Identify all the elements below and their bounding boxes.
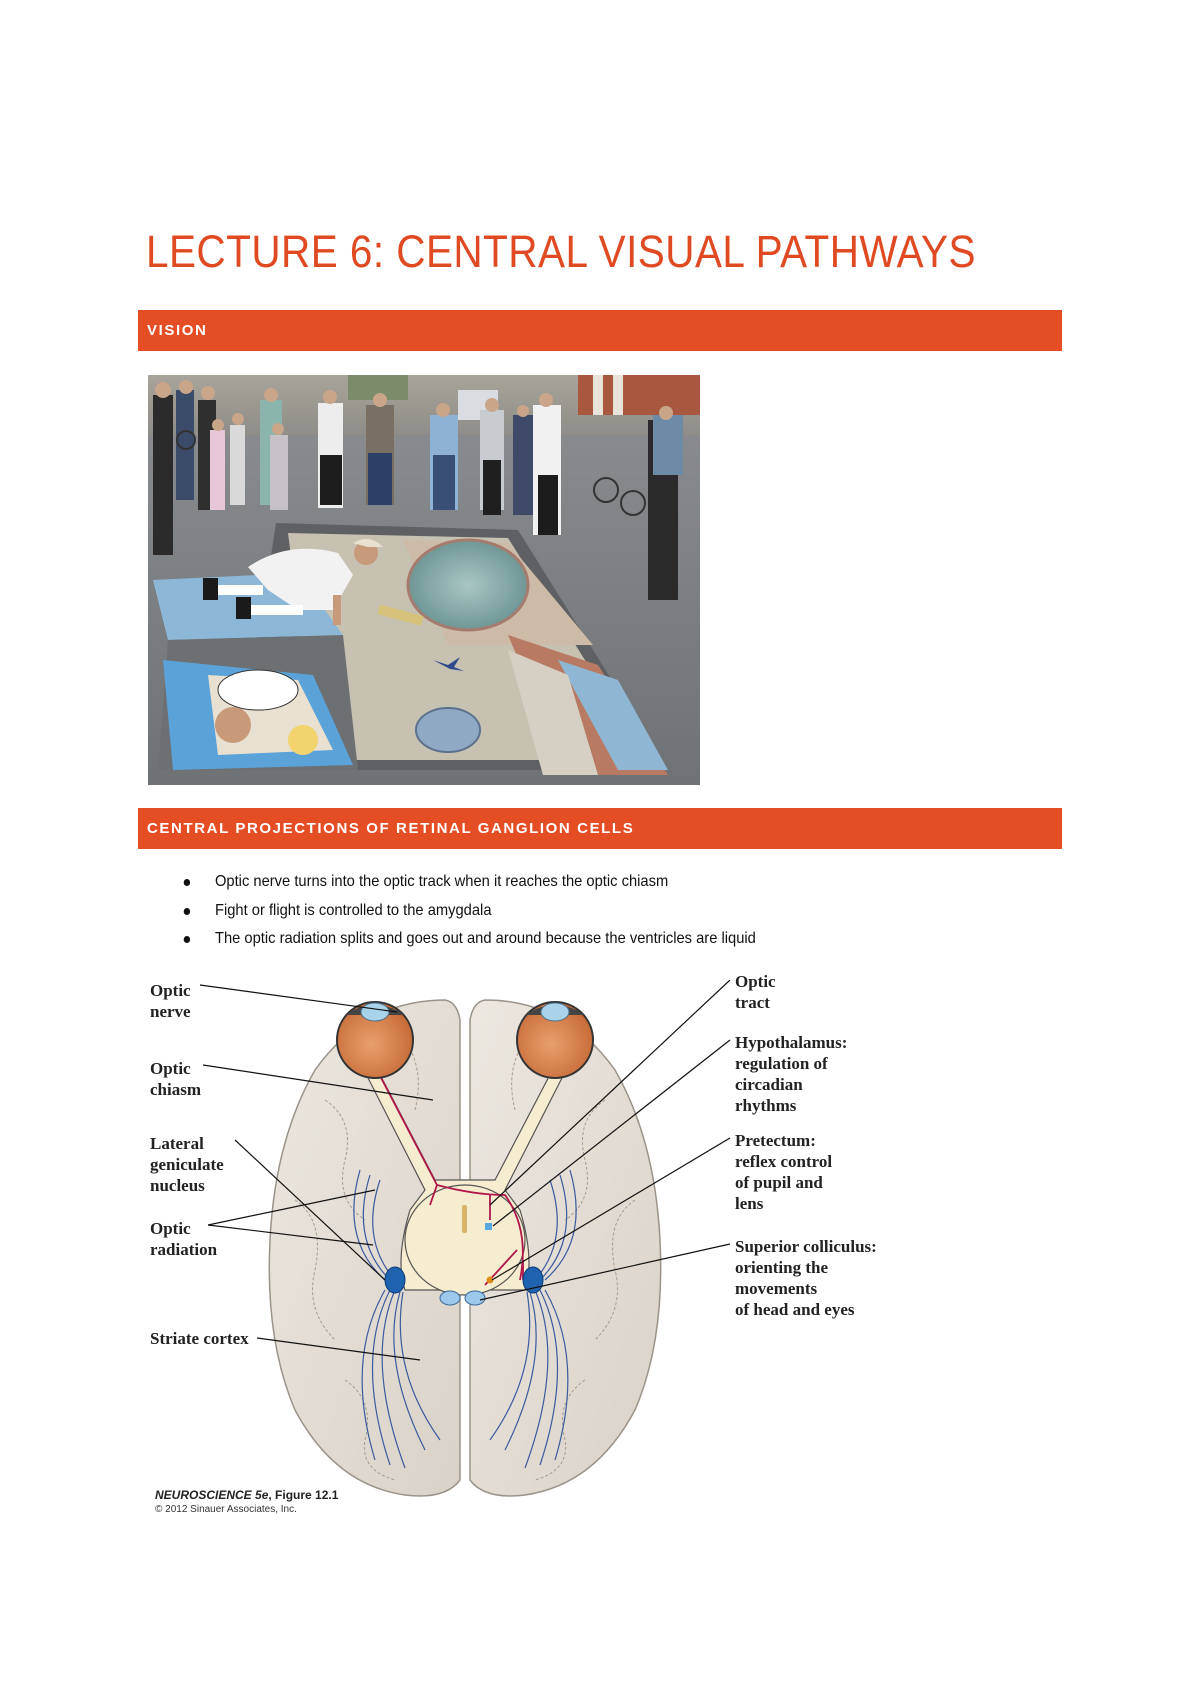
page-title: LECTURE 6: CENTRAL VISUAL PATHWAYS	[146, 226, 976, 277]
caption-book-title: NEUROSCIENCE 5e	[155, 1488, 269, 1502]
section-heading-vision: VISION	[138, 310, 1062, 351]
label-striate-cortex: Striate cortex	[150, 1329, 249, 1348]
figure-caption: NEUROSCIENCE 5e, Figure 12.1 © 2012 Sina…	[155, 1488, 338, 1515]
bullet-icon	[183, 907, 191, 915]
bullet-item: Fight or flight is controlled to the amy…	[180, 902, 756, 931]
caption-figure-number: , Figure 12.1	[268, 1488, 339, 1502]
bullet-item: The optic radiation splits and goes out …	[180, 930, 756, 959]
bullet-icon	[183, 879, 191, 886]
bullet-list: Optic nerve turns into the optic track w…	[180, 873, 806, 959]
bullet-item: Optic nerve turns into the optic track w…	[180, 873, 756, 902]
caption-copyright: © 2012 Sinauer Associates, Inc.	[155, 1504, 297, 1515]
street-art-photo	[148, 375, 700, 785]
bullet-icon	[183, 936, 191, 943]
section-heading-central-projections: CENTRAL PROJECTIONS OF RETINAL GANGLION …	[138, 808, 1062, 849]
brain-illustration	[199, 980, 731, 1497]
